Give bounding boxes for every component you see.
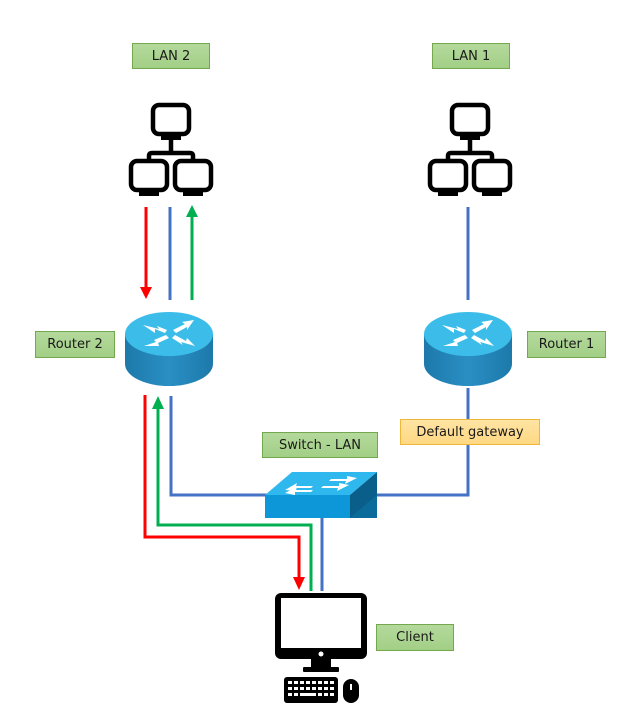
default-gateway-label: Default gateway — [400, 419, 540, 445]
request-arrowhead — [140, 287, 152, 299]
lan1-label: LAN 1 — [432, 43, 510, 69]
switch-icon — [265, 472, 377, 518]
desktop-computer-icon — [275, 593, 367, 703]
request-path — [140, 207, 305, 590]
router1-label: Router 1 — [527, 331, 606, 358]
response-path — [152, 205, 313, 591]
switch-label: Switch - LAN — [262, 432, 378, 458]
request-arrow-router2-client — [143, 395, 301, 578]
router-icon — [125, 312, 213, 386]
lan2-label: LAN 2 — [132, 43, 210, 69]
network-icon — [427, 102, 513, 196]
router-icon — [424, 312, 512, 386]
links — [168, 207, 470, 591]
response-arrowhead — [186, 205, 198, 217]
response-arrow-client-router2 — [156, 408, 313, 591]
router2-label: Router 2 — [35, 331, 115, 358]
link-router2-switch — [169, 396, 268, 497]
request-arrowhead — [293, 577, 305, 590]
client-label: Client — [376, 624, 454, 651]
response-arrowhead — [152, 396, 164, 409]
network-icon — [128, 102, 214, 196]
